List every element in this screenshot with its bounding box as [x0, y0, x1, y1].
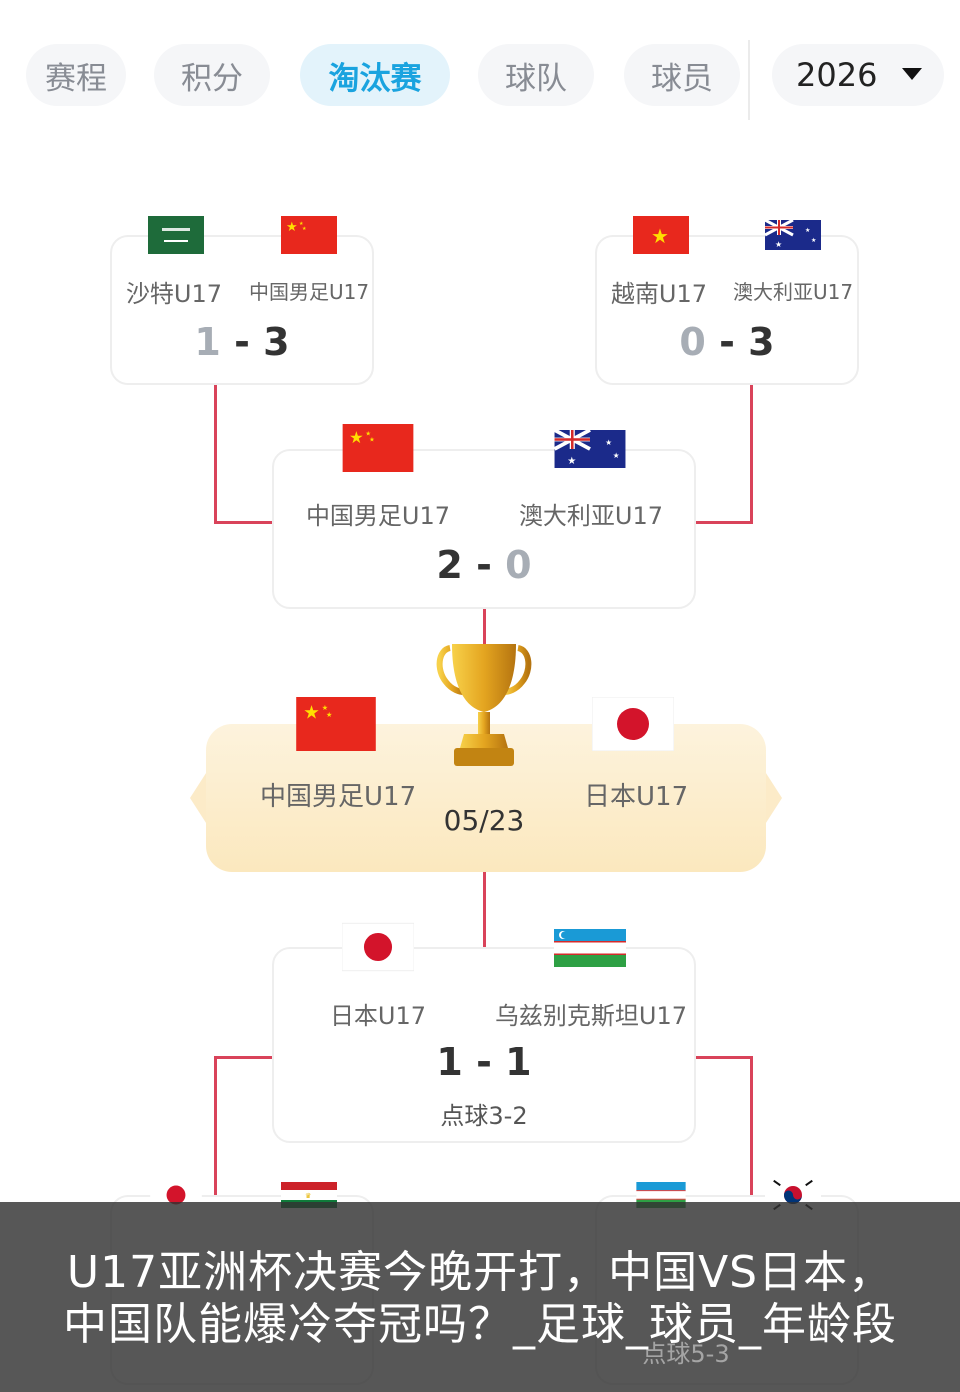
- caption-line: 中国队能爆冷夺冠吗？_足球_球员_年龄段: [63, 1299, 897, 1350]
- score-away: 3: [263, 320, 290, 364]
- match-score: 1 - 1: [436, 1040, 532, 1084]
- match-card-qf2[interactable]: [595, 235, 859, 385]
- team-name: 中国男足U17: [305, 502, 451, 530]
- team-name: 中国男足U17: [248, 280, 370, 304]
- team-name: 乌兹别克斯坦U17: [494, 1002, 688, 1030]
- svg-text:★: ★: [349, 428, 364, 447]
- bracket-line: [483, 872, 486, 950]
- svg-text:★: ★: [326, 710, 332, 719]
- svg-text:♛: ♛: [305, 1192, 311, 1200]
- bracket-line: [750, 384, 753, 524]
- team-name: 澳大利亚U17: [732, 280, 854, 304]
- tab-knockout[interactable]: 淘汰赛: [300, 44, 450, 106]
- saudi-arabia-flag-icon: [148, 216, 204, 254]
- svg-text:★: ★: [651, 224, 669, 248]
- bracket-line: [483, 607, 486, 649]
- score-away: 0: [505, 543, 532, 587]
- svg-text:★: ★: [605, 438, 612, 447]
- team-name: 日本U17: [329, 1002, 427, 1030]
- bracket-line: [750, 1056, 753, 1202]
- year-value: 2026: [796, 56, 878, 94]
- china-flag-icon: ★★★: [281, 216, 337, 254]
- bracket-line: [214, 1056, 274, 1059]
- svg-text:★: ★: [613, 451, 620, 460]
- svg-text:★: ★: [303, 702, 320, 723]
- match-score: 1 - 3: [194, 320, 290, 364]
- australia-flag-icon: ★★★: [554, 430, 626, 468]
- tab-bar: 赛程 积分 淘汰赛 球队 球员: [0, 30, 960, 120]
- uzbekistan-flag-icon: [554, 929, 626, 967]
- penalty-score: 点球3-2: [440, 1102, 528, 1130]
- chevron-down-icon: [902, 68, 922, 80]
- bracket-line: [214, 384, 217, 524]
- svg-text:★: ★: [369, 437, 375, 444]
- svg-text:★: ★: [567, 456, 576, 467]
- team-name: 澳大利亚U17: [518, 502, 664, 530]
- year-select[interactable]: 2026: [772, 44, 944, 106]
- final-notch: [764, 770, 782, 826]
- score-home: 1: [194, 320, 221, 364]
- team-name: 越南U17: [610, 280, 708, 308]
- svg-text:★: ★: [286, 220, 298, 235]
- vietnam-flag-icon: ★: [633, 216, 689, 254]
- svg-text:★: ★: [811, 237, 816, 244]
- svg-text:★: ★: [299, 221, 304, 227]
- match-score: 2 - 0: [436, 543, 532, 587]
- score-home: 2: [436, 543, 463, 587]
- penalty-score: 点球5-3: [642, 1340, 730, 1368]
- bracket-line: [214, 521, 274, 524]
- bracket-line: [695, 1056, 753, 1059]
- japan-flag-icon: [342, 922, 414, 972]
- score-away: 1: [505, 1040, 532, 1084]
- bracket-line: [214, 1056, 217, 1202]
- china-flag-icon: ★★★: [342, 424, 414, 472]
- final-date: 05/23: [443, 804, 525, 837]
- tab-teams[interactable]: 球队: [478, 44, 594, 106]
- match-card-qf1[interactable]: [110, 235, 374, 385]
- tab-schedule[interactable]: 赛程: [26, 44, 126, 106]
- team-name: 沙特U17: [125, 280, 223, 308]
- china-flag-icon: ★★★: [295, 697, 377, 751]
- svg-text:★: ★: [805, 227, 810, 234]
- australia-flag-icon: ★★★: [765, 220, 821, 250]
- bracket-line: [695, 521, 753, 524]
- match-score: 0 - 3: [679, 320, 775, 364]
- caption-overlay: 点球5-3 U17亚洲杯决赛今晚开打，中国VS日本， 中国队能爆冷夺冠吗？_足球…: [0, 1202, 960, 1392]
- match-card-sf1[interactable]: [272, 449, 696, 609]
- score-home: 1: [436, 1040, 463, 1084]
- svg-text:★: ★: [322, 703, 328, 712]
- tab-standings[interactable]: 积分: [154, 44, 270, 106]
- team-name: 中国男足U17: [260, 782, 417, 812]
- team-name: 日本U17: [584, 782, 689, 812]
- tab-players[interactable]: 球员: [624, 44, 740, 106]
- svg-text:★: ★: [775, 240, 782, 249]
- svg-text:★: ★: [302, 226, 307, 232]
- japan-flag-icon: [592, 697, 674, 751]
- tab-divider: [748, 40, 750, 120]
- score-away: 3: [748, 320, 775, 364]
- final-notch: [190, 770, 208, 826]
- trophy-icon: [436, 640, 532, 772]
- caption-line: U17亚洲杯决赛今晚开打，中国VS日本，: [66, 1247, 894, 1298]
- score-home: 0: [679, 320, 706, 364]
- svg-text:★: ★: [365, 430, 371, 437]
- match-card-sf2[interactable]: [272, 947, 696, 1143]
